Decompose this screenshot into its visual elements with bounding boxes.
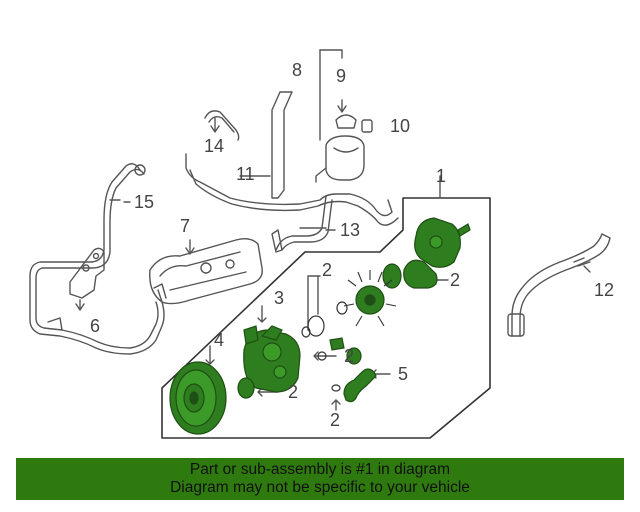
cam-ring-part: [382, 263, 402, 289]
callout-2: 2: [330, 410, 340, 430]
callout-8: 8: [292, 60, 302, 80]
o-rings-part: [301, 301, 348, 392]
callout-13: 13: [340, 220, 360, 240]
callout-1: 1: [436, 166, 446, 186]
callout-10: 10: [390, 116, 410, 136]
callout-14: 14: [204, 136, 224, 156]
callout-9: 9: [336, 66, 346, 86]
callout-2: 2: [322, 260, 332, 280]
fitting-3-part: [243, 325, 259, 345]
info-banner: Part or sub-assembly is #1 in diagram Di…: [16, 458, 624, 500]
rear-cover-part: [414, 217, 461, 268]
pressure-line-part: [185, 153, 399, 253]
assembly-components: [169, 217, 471, 435]
banner-line-1: Part or sub-assembly is #1 in diagram: [189, 461, 451, 478]
parts-diagram: 1 2 2 2 2 2 3 4 5 6 7 8 9 10 11 12 13 14…: [29, 49, 614, 439]
callout-4: 4: [214, 330, 224, 350]
banner-line-2: Diagram may not be specific to your vehi…: [170, 479, 470, 496]
callout-3: 3: [274, 288, 284, 308]
callout-12: 12: [594, 280, 614, 300]
rotor-part: [355, 285, 385, 315]
hose-14-part: [204, 110, 240, 141]
callout-2: 2: [450, 270, 460, 290]
pulley-4-part: [169, 361, 227, 435]
callout-15: 15: [134, 192, 154, 212]
small-fitting-part: [329, 337, 345, 351]
callout-11: 11: [236, 164, 255, 184]
callout-2: 2: [288, 382, 298, 402]
heat-shield-7-part: [149, 237, 263, 305]
callout-2: 2: [344, 346, 354, 366]
seal-lower-part: [237, 377, 255, 399]
vanes-part: [343, 270, 397, 327]
hose-12-part: [507, 233, 611, 337]
callout-7: 7: [180, 216, 190, 236]
hose-fitting-5-part: [343, 368, 377, 403]
return-line-15-part: [29, 163, 167, 355]
connector-part: [346, 347, 362, 365]
callout-labels: 1 2 2 2 2 2 3 4 5 6 7 8 9 10 11 12 13 14…: [90, 60, 614, 430]
assembly-1-outline: [161, 197, 491, 439]
bolt-part: [457, 223, 471, 237]
pump-body-part: [243, 325, 301, 393]
callout-6: 6: [90, 316, 100, 336]
reservoir-part: [315, 49, 373, 183]
gasket-part: [403, 259, 438, 289]
callout-5: 5: [398, 364, 408, 384]
hose-11-part: [239, 91, 293, 199]
bracket-6-part: [69, 247, 105, 311]
